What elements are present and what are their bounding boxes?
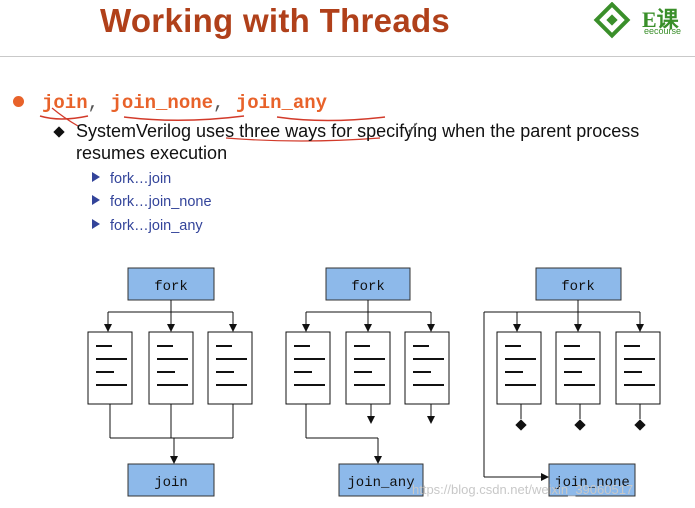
thread-end-diamond-icon xyxy=(515,419,527,431)
logo-icon xyxy=(593,2,631,39)
logo-subtext: eecourse xyxy=(644,26,682,36)
list-item-fork-join-any: fork…join_any xyxy=(92,218,203,234)
fork-box-label: fork xyxy=(351,279,385,295)
description-text: SystemVerilog uses three ways for specif… xyxy=(76,121,640,163)
thread-block xyxy=(496,331,542,405)
thread-block xyxy=(148,331,194,405)
keyword-join-any: join_any xyxy=(235,92,328,114)
fork-box xyxy=(127,267,215,301)
fork-box-label: fork xyxy=(154,279,188,295)
keyword-join-none: join_none xyxy=(110,92,214,114)
thread-block xyxy=(87,331,133,405)
thread-end-diamond-icon xyxy=(574,419,586,431)
list-item-fork-join: fork…join xyxy=(92,171,171,187)
diagram-fork-join-any: fork j xyxy=(285,267,450,497)
keyword-separator-1: , xyxy=(87,92,111,114)
slide-title: Working with Threads xyxy=(100,2,451,39)
triangle-bullet-icon xyxy=(92,195,100,205)
title-divider xyxy=(0,56,695,57)
list-item-label: fork…join xyxy=(110,171,172,187)
join-box xyxy=(127,463,215,497)
thread-block xyxy=(615,331,661,405)
fork-box xyxy=(535,267,622,301)
list-item-fork-join-none: fork…join_none xyxy=(92,194,212,210)
list-item-label: fork…join_none xyxy=(110,194,212,210)
join-none-box xyxy=(548,463,636,497)
diagram-fork-join: fork j xyxy=(87,267,253,497)
triangle-bullet-icon xyxy=(92,172,100,182)
logo-text: E课 xyxy=(642,7,679,32)
join-none-box-label: join_none xyxy=(554,475,630,491)
bullet-dot-icon xyxy=(13,96,24,107)
diagram-fork-join-none: fork xyxy=(483,267,661,497)
thread-end-diamond-icon xyxy=(634,419,646,431)
join-any-box-label: join_any xyxy=(347,475,414,491)
thread-block xyxy=(207,331,253,405)
fork-box-label: fork xyxy=(561,279,595,295)
list-item-label: fork…join_any xyxy=(110,218,203,234)
join-any-box xyxy=(338,463,424,497)
thread-block xyxy=(285,331,331,405)
thread-block xyxy=(404,331,450,405)
triangle-bullet-icon xyxy=(92,219,100,229)
keyword-separator-2: , xyxy=(213,92,236,114)
watermark-text: https://blog.csdn.net/weixin_39060517 xyxy=(412,482,634,497)
thread-block xyxy=(555,331,601,405)
pen-cursor-icon xyxy=(408,122,418,133)
join-box-label: join xyxy=(154,475,188,491)
thread-block xyxy=(345,331,391,405)
